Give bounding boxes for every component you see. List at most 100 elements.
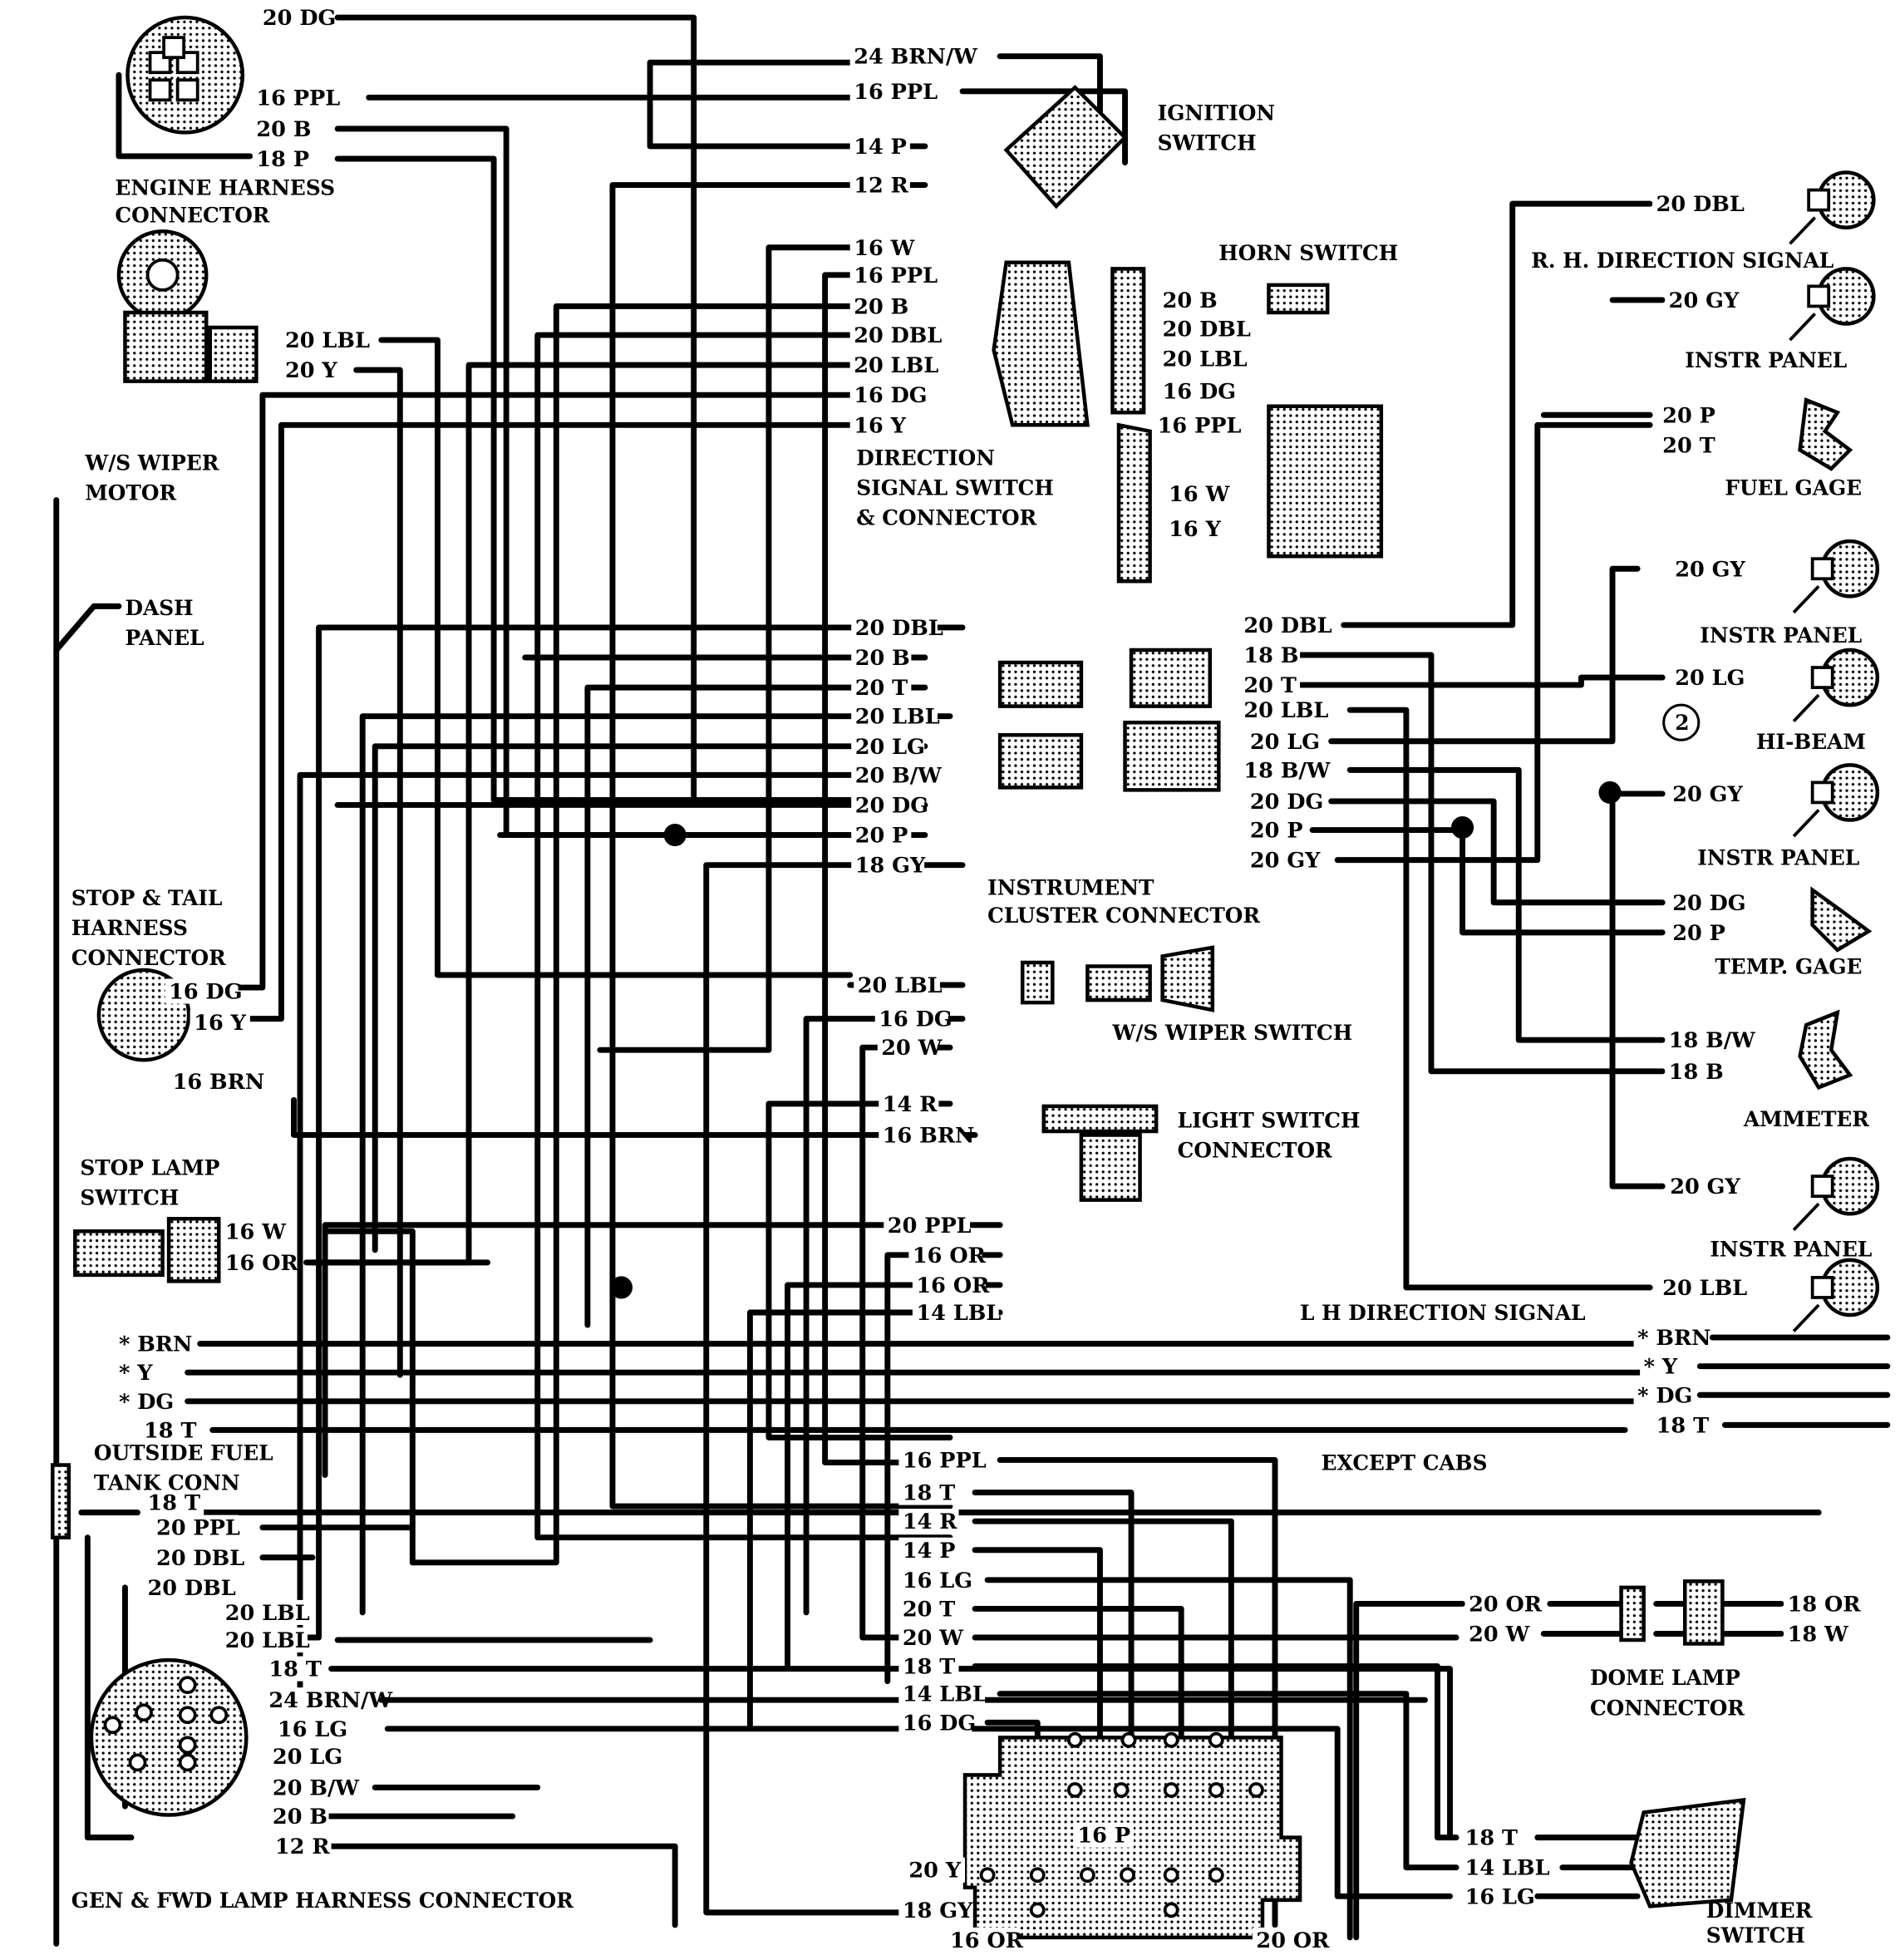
label-mask (271, 1834, 332, 1859)
wire-label: 20 LBL (1243, 698, 1328, 723)
component-label: 2 (1675, 711, 1689, 735)
label-mask (264, 1687, 378, 1713)
wire (322, 1843, 678, 1928)
wire (1341, 200, 1653, 628)
label-mask (1252, 1927, 1326, 1953)
wire-label: 14 R (903, 1509, 957, 1534)
wire-label: 20 W (1469, 1623, 1529, 1647)
label-mask (1164, 516, 1225, 542)
label-mask (221, 1599, 308, 1625)
component-label: IGNITION (1158, 101, 1275, 125)
label-mask (849, 43, 963, 69)
wire-label: 16 DG (879, 1007, 952, 1032)
component-label: INSTR PANEL (1685, 348, 1847, 372)
wire-label: 20 T (903, 1597, 955, 1622)
label-mask (1461, 1825, 1522, 1850)
label-mask (851, 703, 938, 729)
wire (609, 182, 953, 1509)
wire-label: 18 T (903, 1655, 955, 1680)
label-mask (849, 78, 937, 104)
label-mask (1665, 1058, 1725, 1084)
wire-label: 16 DG (169, 980, 242, 1005)
wire-label: 18 B (1243, 643, 1298, 668)
fuse-terminal (1208, 1782, 1224, 1798)
label-mask (281, 327, 368, 353)
temp-gage (1810, 886, 1873, 953)
label-mask (1658, 402, 1719, 428)
outside-fuel-tank-conn (50, 1463, 71, 1539)
light-switch-connector (1041, 1104, 1159, 1202)
bulb-base (1810, 781, 1834, 805)
wire (247, 421, 854, 1022)
component-label: HORN SWITCH (1218, 241, 1398, 265)
wire-label: 18 OR (1788, 1592, 1862, 1617)
component-label: EXCEPT CABS (1322, 1451, 1488, 1475)
horn-switch-body (1267, 404, 1384, 559)
wire-label: 20 GY (1672, 782, 1743, 807)
component-label: AMMETER (1743, 1107, 1869, 1131)
wire (997, 1691, 1459, 1871)
wire (765, 1101, 953, 1440)
component-label: DASH (125, 596, 193, 620)
wire (972, 1518, 1234, 1741)
wire-label: 12 R (854, 174, 908, 199)
component-label: HI-BEAM (1756, 730, 1866, 754)
wire-label: 20 DBL (855, 616, 943, 641)
wire-label: 16 W (854, 236, 914, 261)
label-mask (849, 133, 910, 159)
component-label: SWITCH (80, 1186, 179, 1210)
label-mask (912, 1272, 986, 1298)
label-mask (152, 1514, 239, 1540)
label-mask (904, 1857, 966, 1883)
horn-switch-contact (1267, 283, 1330, 315)
wire-label: 20 LG (273, 1745, 342, 1770)
wire-label: 18 B (1669, 1060, 1724, 1085)
label-mask (1666, 1174, 1740, 1199)
wire-label: 20 DG (1250, 790, 1323, 815)
label-mask (908, 1242, 982, 1268)
wire-label: 16 W (225, 1219, 286, 1244)
wire-label: 20 LBL (854, 353, 938, 378)
ground-icon (1789, 216, 1817, 245)
wire-label: 20 DBL (1243, 613, 1331, 638)
label-mask (1239, 757, 1327, 783)
component-label: W/S WIPER SWITCH (1111, 1021, 1352, 1045)
wire (1328, 565, 1641, 745)
wire-label: 20 B/W (273, 1775, 359, 1800)
fuse-terminal (1080, 1867, 1095, 1884)
wire (334, 155, 703, 803)
wire-label: 16 OR (950, 1928, 1024, 1953)
connector-pin (148, 78, 172, 102)
wire-label: 18 T (268, 1657, 321, 1682)
wire-label: 18 W (1788, 1623, 1848, 1647)
label-mask (849, 262, 937, 288)
label-mask (221, 1249, 295, 1275)
label-mask (1159, 378, 1233, 404)
wire (1346, 707, 1653, 1291)
wire-label: 16 PPL (1158, 413, 1242, 438)
fuse-terminal (1163, 1782, 1179, 1798)
label-mask (1658, 432, 1719, 458)
label-mask (849, 412, 910, 438)
component-label: CONNECTOR (115, 204, 269, 228)
wire-label: 20 OR (1469, 1592, 1543, 1617)
fuse-terminal (1163, 1902, 1179, 1918)
wire-label: 20 T (1662, 433, 1715, 458)
instrument-cluster-right-plug-2 (1123, 720, 1221, 792)
label-mask (140, 1417, 200, 1443)
label-mask (898, 1897, 972, 1923)
component-label: HARNESS (71, 916, 188, 940)
wire (84, 1534, 135, 1841)
wire (53, 603, 122, 653)
wire-label: 16 BRN (173, 1070, 265, 1095)
label-mask (268, 1743, 342, 1769)
component-label: LIGHT SWITCH (1178, 1108, 1361, 1132)
label-mask (849, 293, 910, 319)
wire-label: 16 Y (854, 413, 906, 438)
label-mask (851, 614, 938, 640)
connector-pin (178, 1753, 197, 1772)
label-mask (115, 1388, 175, 1414)
components (50, 15, 1880, 1940)
label-mask (879, 1122, 966, 1148)
wire (334, 126, 854, 839)
